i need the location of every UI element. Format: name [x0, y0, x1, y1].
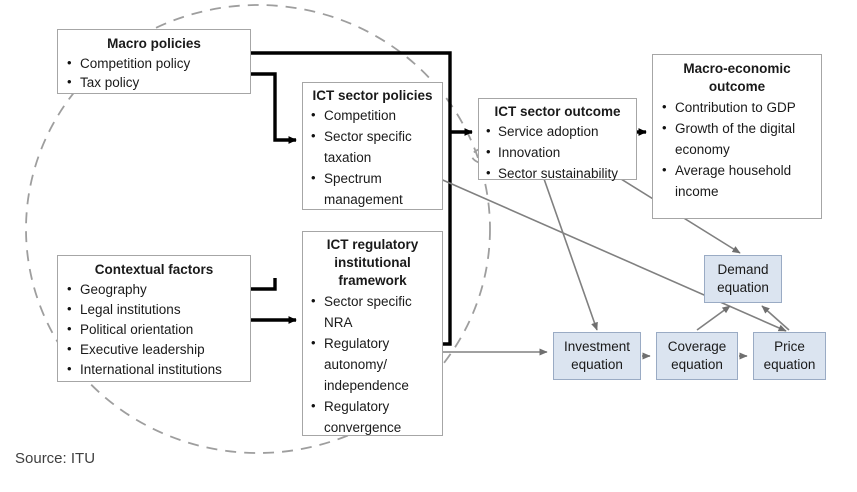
list-item: Spectrum management — [308, 167, 437, 210]
list-item: Average household income — [659, 159, 815, 202]
node-demand-equation: Demand equation — [704, 255, 782, 303]
node-contextual-factors: Contextual factors Geography Legal insti… — [57, 255, 251, 382]
list-item: Regulatory convergence — [308, 395, 437, 438]
node-macro-policies: Macro policies Competition policy Tax po… — [57, 29, 251, 94]
connector-macro-to-sector-policies — [251, 72, 297, 144]
connector-contextual-up-stub — [251, 278, 277, 291]
list-item: Sector sustainability — [483, 162, 632, 184]
node-ict-sector-outcome: ICT sector outcome Service adoption Inno… — [478, 98, 637, 183]
list-item: Executive leadership — [64, 339, 244, 360]
node-investment-equation: Investment equation — [553, 332, 641, 380]
list-item: Geography — [64, 279, 244, 300]
node-item-list: Sector specific NRA Regulatory autonomy/… — [308, 290, 437, 438]
list-item: Tax policy — [64, 72, 244, 92]
list-item: Political orientation — [64, 319, 244, 340]
node-price-equation: Price equation — [753, 332, 826, 380]
node-item-list: Geography Legal institutions Political o… — [64, 279, 244, 380]
connector-coverage-to-demand — [696, 305, 731, 331]
list-item: Innovation — [483, 141, 632, 163]
node-title: Macro-economic outcome — [683, 61, 791, 94]
node-item-list: Service adoption Innovation Sector susta… — [483, 120, 632, 184]
list-item: Growth of the digital economy — [659, 117, 815, 160]
list-item: Sector specific NRA — [308, 290, 437, 333]
node-macro-economic-outcome: Macro-economic outcome Contribution to G… — [652, 54, 822, 219]
list-item: International institutions — [64, 359, 244, 380]
source-note: Source: ITU — [15, 450, 96, 467]
connector-price-to-demand — [761, 305, 790, 331]
list-item: Contribution to GDP — [659, 96, 815, 118]
node-coverage-equation: Coverage equation — [656, 332, 738, 380]
node-item-list: Competition policy Tax policy — [64, 53, 244, 92]
connector-sustainability-to-investment — [542, 175, 598, 331]
list-item: Legal institutions — [64, 299, 244, 320]
list-item: Competition policy — [64, 53, 244, 73]
node-ict-regulatory-institutional-framework: ICT regulatory institutional framework S… — [302, 231, 443, 436]
list-item: Regulatory autonomy/ independence — [308, 332, 437, 396]
node-title: ICT sector policies — [312, 88, 433, 103]
node-title: Macro policies — [107, 36, 201, 51]
node-title: Contextual factors — [94, 262, 214, 277]
node-item-list: Competition Sector specific taxation Spe… — [308, 104, 437, 210]
node-ict-sector-policies: ICT sector policies Competition Sector s… — [302, 82, 443, 210]
node-title: ICT regulatory institutional framework — [326, 237, 419, 288]
list-item: Competition — [308, 104, 437, 126]
list-item: Sector specific taxation — [308, 125, 437, 168]
node-title: ICT sector outcome — [494, 104, 621, 119]
node-item-list: Contribution to GDP Growth of the digita… — [659, 96, 815, 202]
list-item: Service adoption — [483, 120, 632, 142]
